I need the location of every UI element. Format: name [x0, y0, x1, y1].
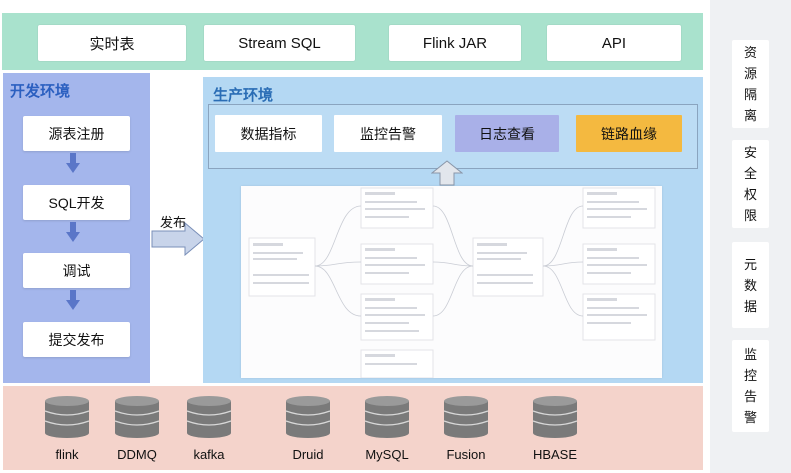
dev-step-sql-dev[interactable]: SQL开发: [23, 185, 130, 220]
resource-isolation-label: 资源隔离: [743, 45, 757, 123]
log-view-button[interactable]: 日志查看: [455, 115, 559, 152]
dev-step-source-register[interactable]: 源表注册: [23, 116, 130, 151]
dev-step-debug[interactable]: 调试: [23, 253, 130, 288]
storage-label-flink: flink: [55, 447, 79, 462]
database-icon: [114, 396, 160, 438]
storage-label-kafka: kafka: [193, 447, 225, 462]
monitor-alert-card: 监控告警: [732, 340, 769, 432]
database-icon: [186, 396, 232, 438]
flink-jar-button[interactable]: Flink JAR: [389, 25, 521, 61]
storage-label-druid: Druid: [292, 447, 324, 462]
security-permission-label: 安全权限: [743, 145, 757, 223]
database-icon: [532, 396, 578, 438]
down-arrow-icon: [66, 153, 80, 173]
storage-label-hbase: HBASE: [532, 447, 578, 462]
down-arrow-icon: [66, 222, 80, 242]
up-arrow-icon: [431, 160, 463, 186]
storage-label-mysql: MySQL: [365, 447, 409, 462]
database-icon: [285, 396, 331, 438]
lineage-button[interactable]: 链路血缘: [576, 115, 682, 152]
realtime-table-button[interactable]: 实时表: [38, 25, 186, 61]
monitor-alert-button[interactable]: 监控告警: [334, 115, 442, 152]
down-arrow-icon: [66, 290, 80, 310]
database-icon: [443, 396, 489, 438]
dev-step-submit-publish[interactable]: 提交发布: [23, 322, 130, 357]
storage-label-ddmq: DDMQ: [117, 447, 157, 462]
storage-label-fusion: Fusion: [446, 447, 486, 462]
database-icon: [364, 396, 410, 438]
stream-sql-button[interactable]: Stream SQL: [204, 25, 355, 61]
api-button[interactable]: API: [547, 25, 681, 61]
database-icon: [44, 396, 90, 438]
lineage-graph-screenshot: [241, 186, 662, 378]
security-permission-card: 安全权限: [732, 140, 769, 228]
metadata-label: 元数据: [743, 256, 757, 314]
publish-arrow-icon: [151, 222, 205, 256]
dev-env-title: 开发环境: [10, 83, 71, 100]
resource-isolation-card: 资源隔离: [732, 40, 769, 128]
data-metrics-button[interactable]: 数据指标: [215, 115, 322, 152]
prod-env-title: 生产环境: [213, 87, 274, 104]
publish-label: 发布: [160, 215, 187, 230]
monitor-alert-side-label: 监控告警: [743, 347, 757, 425]
lineage-graph-thumbnail: [248, 187, 656, 378]
metadata-card: 元数据: [732, 242, 769, 328]
